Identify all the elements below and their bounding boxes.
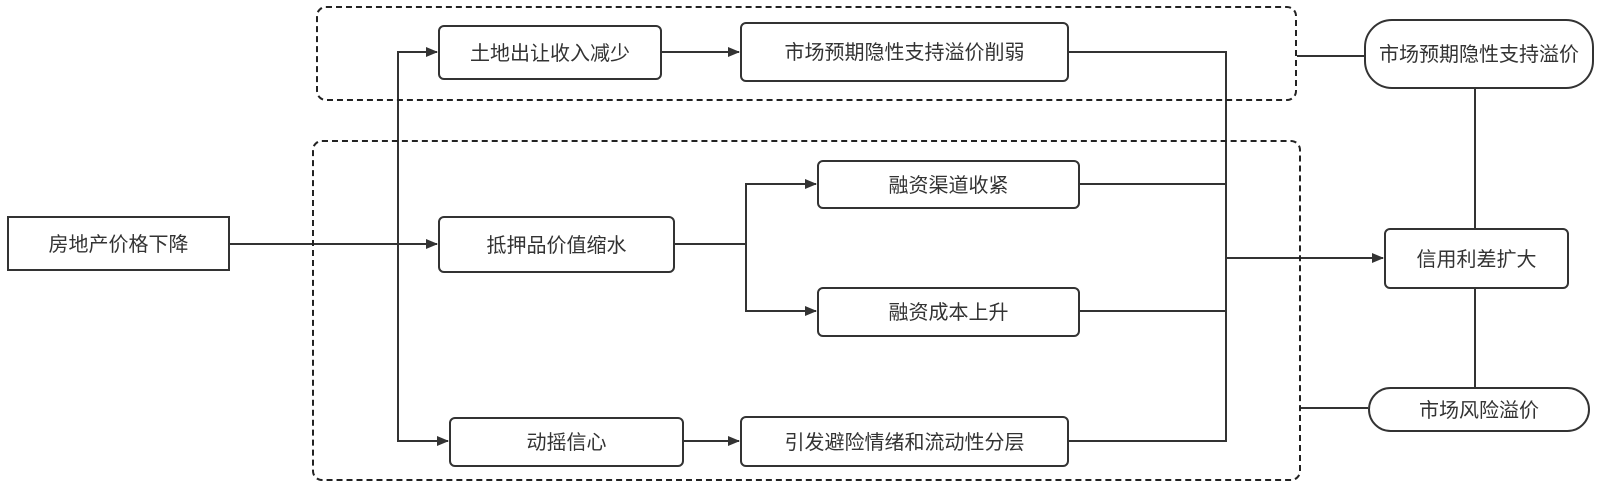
node-financing-cost: 融资成本上升 [817,287,1080,337]
node-implicit-support: 市场预期隐性支持溢价削弱 [740,22,1069,82]
group-implicit-support [316,6,1297,101]
node-premium-implicit: 市场预期隐性支持溢价 [1364,19,1594,89]
arrow-start-to-land-revenue [397,47,438,244]
node-land-revenue: 土地出让收入减少 [438,25,662,80]
group-market-risk [312,140,1301,481]
line-implicit-down [1069,51,1227,311]
line-aversion-up [1069,258,1227,442]
arrow-collateral-to-channel [745,179,817,244]
node-financing-channel: 融资渠道收紧 [817,160,1080,209]
arrow-collateral-to-cost [745,244,817,316]
arrow-start-to-confidence [397,244,449,446]
node-credit-spread: 信用利差扩大 [1384,228,1569,289]
node-risk-aversion: 引发避险情绪和流动性分层 [740,416,1069,467]
node-premium-risk: 市场风险溢价 [1368,387,1590,432]
node-confidence: 动摇信心 [449,417,684,467]
node-collateral: 抵押品价值缩水 [438,216,675,273]
node-start: 房地产价格下降 [7,216,230,271]
